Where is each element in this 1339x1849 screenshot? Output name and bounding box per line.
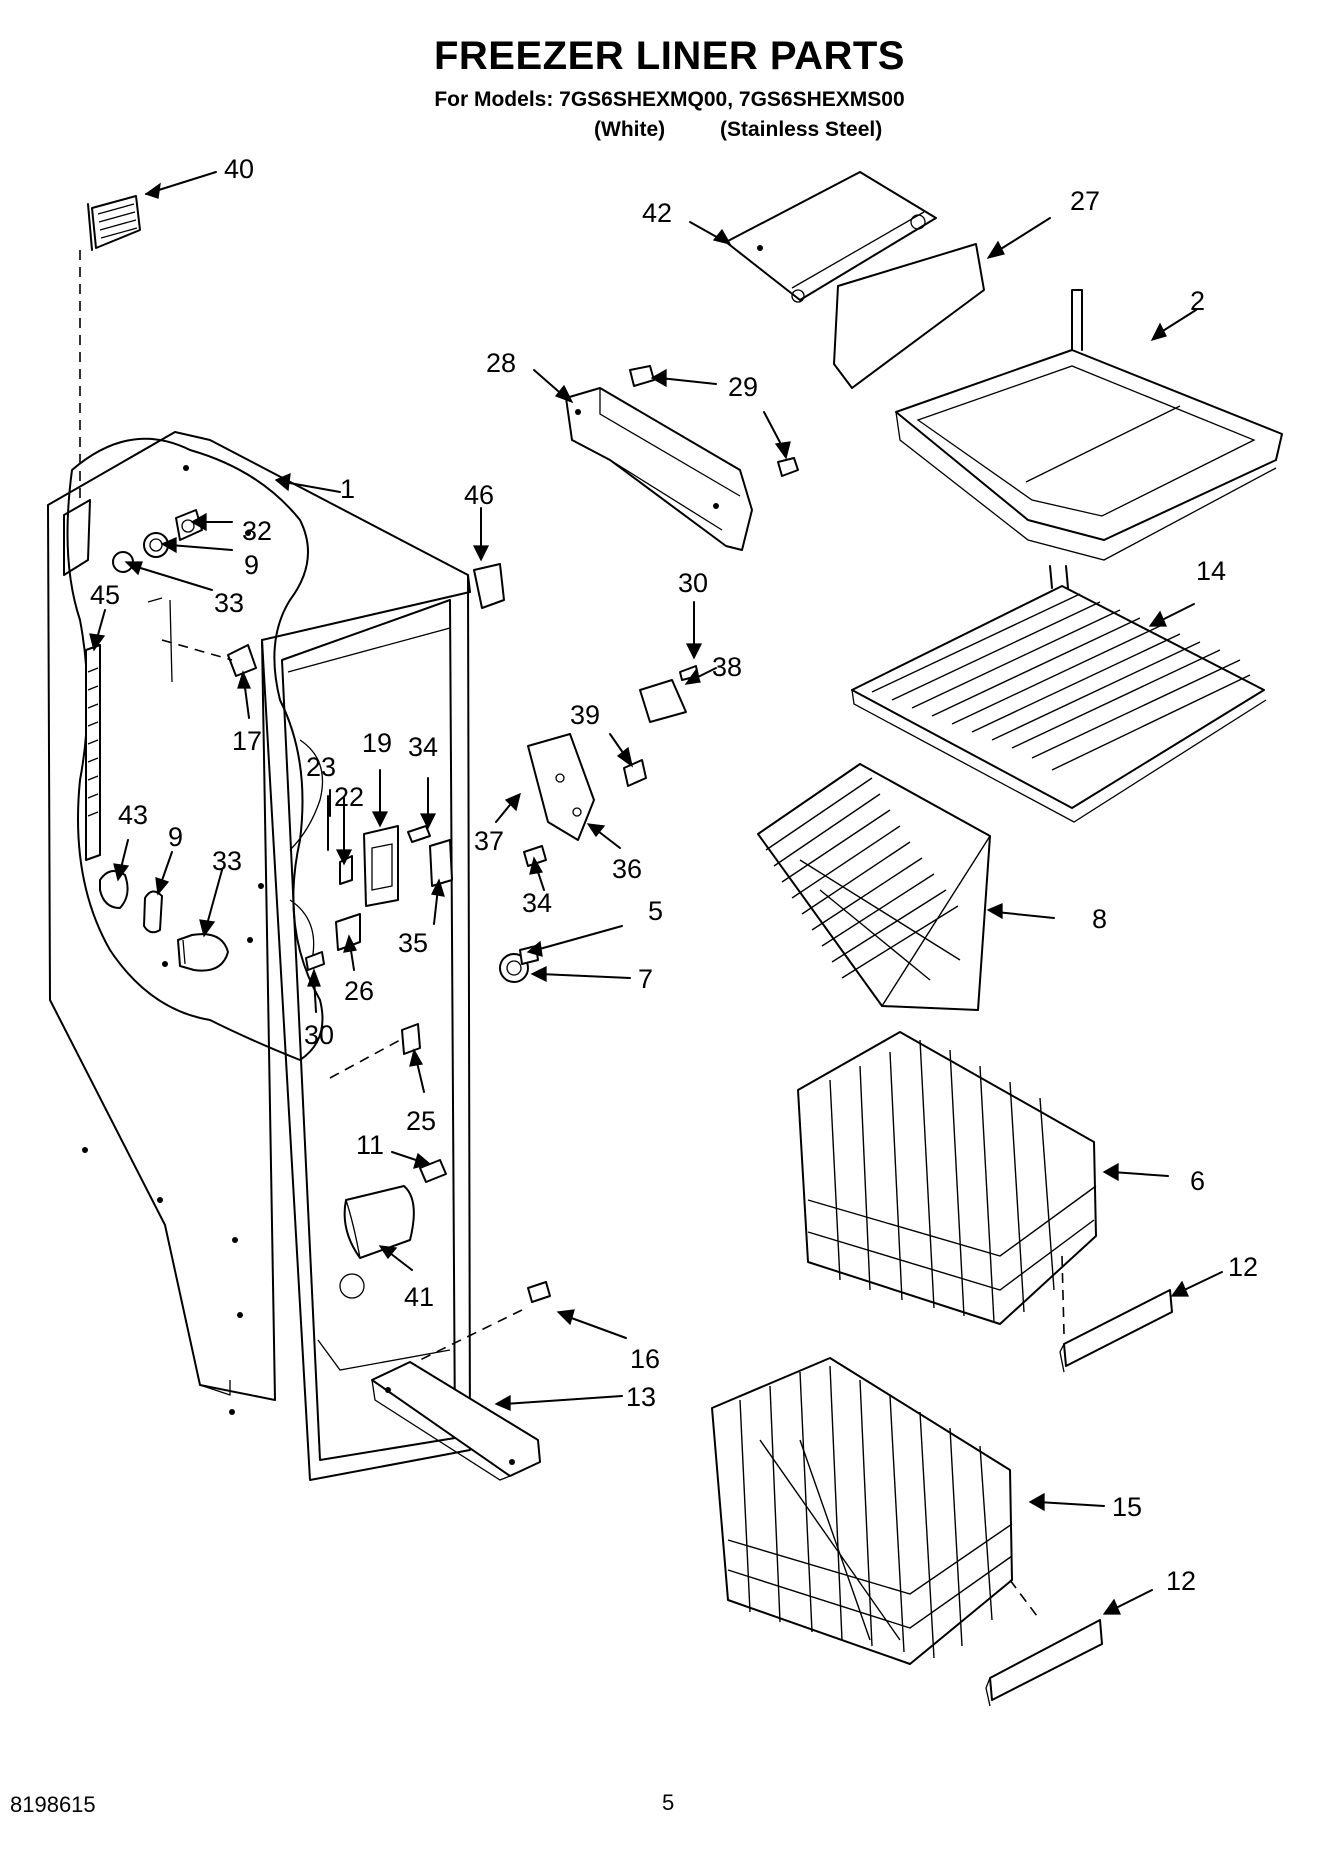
models-subtitle: For Models: 7GS6SHEXMQ00, 7GS6SHEXMS00	[434, 88, 905, 111]
trim-part-12-lower	[985, 1619, 1103, 1707]
callout-1: 1	[340, 474, 355, 504]
bracket-part-28	[565, 387, 753, 551]
callout-2: 2	[1190, 286, 1205, 316]
callout-30-lower: 30	[304, 1020, 334, 1050]
rail-part-13	[371, 1361, 541, 1481]
callout-40: 40	[224, 154, 254, 184]
wire-basket-6	[797, 1031, 1097, 1325]
callout-14: 14	[1196, 556, 1226, 586]
callout-16: 16	[630, 1344, 660, 1374]
variant-white-label: (White)	[594, 118, 666, 141]
callout-12-upper: 12	[1228, 1252, 1258, 1282]
hinge-cover-42	[725, 171, 937, 303]
callout-9-lower: 9	[168, 822, 183, 852]
callout-33-upper: 33	[214, 588, 244, 618]
cover-part-41	[343, 1185, 415, 1259]
callout-36: 36	[612, 854, 642, 884]
callout-7: 7	[638, 964, 653, 994]
wire-shelf-14	[851, 565, 1267, 823]
callout-29: 29	[728, 372, 758, 402]
callout-46: 46	[464, 480, 494, 510]
callout-11: 11	[356, 1130, 384, 1160]
callout-12-lower: 12	[1166, 1566, 1196, 1596]
callout-27: 27	[1070, 186, 1100, 216]
callout-28: 28	[486, 348, 516, 378]
callout-35: 35	[398, 928, 428, 958]
callout-labels: 40 42 27 2 28 29 1 46 32 9 33 45 14 30 3…	[90, 154, 1258, 1596]
shelf-part-2	[895, 289, 1283, 561]
switch-housing-19	[363, 825, 399, 907]
callout-9-upper: 9	[244, 550, 259, 580]
trim-part-12-upper	[1059, 1289, 1173, 1373]
wire-basket-15	[711, 1357, 1013, 1665]
callout-43: 43	[118, 800, 148, 830]
callout-42: 42	[642, 198, 672, 228]
freezer-liner-part-1	[47, 431, 471, 1481]
callout-13: 13	[626, 1382, 656, 1412]
mounting-plate-36	[527, 733, 595, 841]
callout-5: 5	[648, 896, 663, 926]
callout-23: 23	[306, 752, 336, 782]
callout-26: 26	[344, 976, 374, 1006]
callout-32: 32	[242, 516, 272, 546]
callout-6: 6	[1190, 1166, 1205, 1196]
callout-22: 22	[334, 782, 364, 812]
page-title: FREEZER LINER PARTS	[433, 34, 905, 78]
callout-38: 38	[712, 652, 742, 682]
callout-8: 8	[1092, 904, 1107, 934]
callout-19: 19	[362, 728, 392, 758]
callout-39: 39	[570, 700, 600, 730]
callout-33-lower: 33	[212, 846, 242, 876]
variant-stainless-label: (Stainless Steel)	[720, 118, 883, 141]
page-number: 5	[662, 1790, 675, 1815]
wire-basket-8	[757, 763, 991, 1011]
callout-arrows	[89, 171, 1223, 1615]
callout-17: 17	[232, 726, 262, 756]
lamp-bulb-33	[177, 933, 229, 972]
callout-34-upper: 34	[408, 732, 438, 762]
vent-part-40	[87, 195, 141, 251]
callout-34-lower: 34	[522, 888, 552, 918]
callout-37: 37	[474, 826, 504, 856]
document-number: 8198615	[10, 1792, 96, 1817]
callout-41: 41	[404, 1282, 434, 1312]
callout-15: 15	[1112, 1492, 1142, 1522]
callout-45: 45	[90, 580, 120, 610]
callout-30-upper: 30	[678, 568, 708, 598]
callout-25: 25	[406, 1106, 436, 1136]
strip-part-45	[85, 644, 101, 861]
